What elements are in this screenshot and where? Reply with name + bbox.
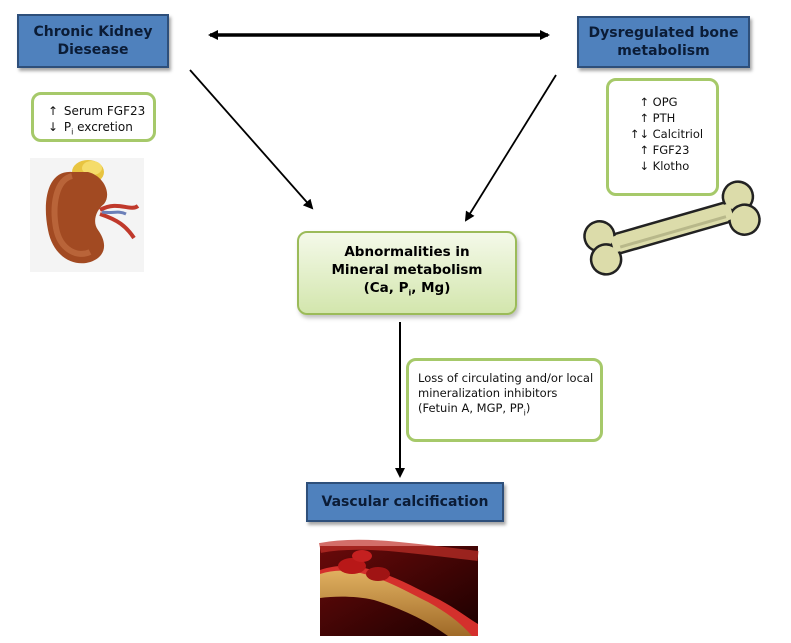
mineral-line1: Abnormalities in (344, 244, 470, 261)
inhibitors-line2: mineralization inhibitors (418, 386, 558, 400)
ckd-line1: Chronic Kidney (33, 24, 153, 40)
inhibitors-line3-post: ) (525, 401, 531, 415)
up-down-arrow-icon: ↑↓ (629, 127, 649, 141)
mineral-line3-pre: (Ca, P (363, 280, 409, 297)
inhibitors-line1: Loss of circulating and/or local (418, 371, 594, 385)
mineral-line3-sub: i (408, 288, 412, 298)
kidney-note-text: Serum FGF23 (63, 104, 146, 118)
bone-node: Dysregulated bone metabolism (577, 16, 750, 68)
ckd-line2: Diesease (57, 42, 129, 58)
bone-note-calcitriol: ↑↓ Calcitriol (623, 126, 716, 142)
bone-note-fgf23: ↑ FGF23 (623, 142, 716, 158)
bone-note-text: Calcitriol (652, 127, 704, 141)
bone-notes-box: ↑ OPG ↑ PTH ↑↓ Calcitriol ↑ FGF23 ↓ Klot… (606, 78, 719, 196)
inhibitors-line3-sub: i (523, 408, 526, 418)
bone-note-text: Klotho (652, 159, 690, 173)
mineral-line2: Mineral metabolism (331, 262, 483, 279)
kidney-note-fgf23: ↑ Serum FGF23 (46, 103, 153, 119)
mineral-line3-post: , Mg) (411, 280, 451, 297)
up-arrow-icon: ↑ (639, 143, 649, 157)
bone-note-text: OPG (652, 95, 678, 109)
vascular-label: Vascular calcification (321, 494, 489, 510)
bone-note-pth: ↑ PTH (623, 110, 716, 126)
ckd-node: Chronic Kidney Diesease (17, 14, 169, 68)
bone-note-klotho: ↓ Klotho (623, 158, 716, 174)
up-arrow-icon: ↑ (639, 111, 649, 125)
mineral-line3: (Ca, Pi, Mg) (299, 279, 515, 303)
bone-line2: metabolism (617, 43, 710, 59)
kidney-notes-box: ↑ Serum FGF23 ↓ Pi excretion (31, 92, 156, 142)
bone-line1: Dysregulated bone (588, 25, 739, 41)
down-arrow-icon: ↓ (47, 120, 59, 134)
down-arrow-icon: ↓ (639, 159, 649, 173)
vascular-node: Vascular calcification (306, 482, 504, 522)
kidney-note-pi-sub: i (71, 127, 74, 137)
inhibitors-line3-pre: (Fetuin A, MGP, PP (418, 401, 524, 415)
inhibitors-line3: (Fetuin A, MGP, PPi) (418, 401, 594, 420)
mineral-node: Abnormalities in Mineral metabolism (Ca,… (297, 231, 517, 315)
ckd-to-mineral-arrow (189, 69, 314, 210)
up-arrow-icon: ↑ (47, 104, 59, 118)
kidney-note-pi: ↓ Pi excretion (46, 119, 153, 140)
bone-to-mineral-arrow (464, 74, 557, 222)
inhibitors-box: Loss of circulating and/or local mineral… (406, 358, 603, 442)
kidney-note-pi-rest: excretion (73, 120, 133, 134)
up-arrow-icon: ↑ (639, 95, 649, 109)
bone-note-text: FGF23 (652, 143, 690, 157)
bone-note-text: PTH (652, 111, 676, 125)
kidney-note-pi-p: P (63, 120, 72, 134)
bone-note-opg: ↑ OPG (623, 94, 716, 110)
